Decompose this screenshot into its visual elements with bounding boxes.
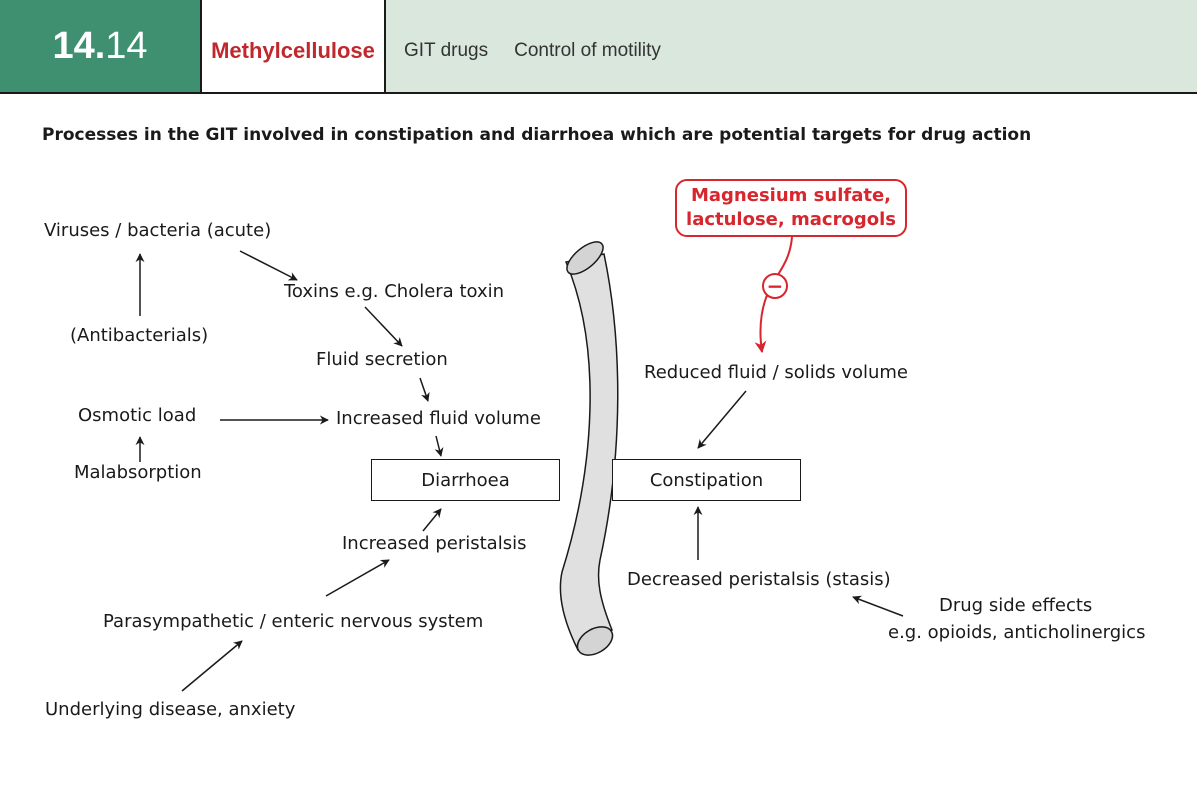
label-drug-side-effects: Drug side effects <box>939 595 1093 616</box>
arrow-fluid-secretion-to-increased-fluid <box>419 377 430 402</box>
drug-title: Methylcellulose <box>200 0 386 92</box>
label-drug-examples: e.g. opioids, anticholinergics <box>888 622 1146 643</box>
arrow-increased-fluid-to-diarrhoea <box>434 435 444 457</box>
breadcrumb-git-drugs: GIT drugs <box>404 40 489 61</box>
drug-line-1: Magnesium sulfate, <box>690 185 891 206</box>
breadcrumb-control-of-motility: Control of motility <box>514 40 661 61</box>
label-reduced-fluid: Reduced fluid / solids volume <box>644 362 909 383</box>
header-divider <box>0 92 1197 94</box>
arrow-nervous-to-peristalsis <box>325 559 390 597</box>
breadcrumb: GIT drugs Control of motility <box>386 0 1197 92</box>
constipation-box: Constipation <box>612 459 801 501</box>
drug-line-2: lactulose, macrogols <box>686 209 896 230</box>
label-parasympathetic: Parasympathetic / enteric nervous system <box>103 611 484 632</box>
arrow-underlying-to-nervous <box>181 640 243 692</box>
label-decreased-peristalsis: Decreased peristalsis (stasis) <box>627 569 891 590</box>
section-major: 14. <box>52 24 106 67</box>
arrow-toxins-to-fluid-secretion <box>364 306 403 347</box>
label-malabsorption: Malabsorption <box>74 462 202 483</box>
diarrhoea-box: Diarrhoea <box>371 459 560 501</box>
label-osmotic-load: Osmotic load <box>78 405 197 426</box>
label-increased-peristalsis: Increased peristalsis <box>342 533 527 554</box>
intestine-tube-icon <box>559 241 619 656</box>
inhibition-minus-icon <box>762 273 788 299</box>
laxative-drugs-box: Magnesium sulfate, lactulose, macrogols <box>675 179 907 237</box>
label-toxins: Toxins e.g. Cholera toxin <box>284 281 505 302</box>
page-header: 14.14 Methylcellulose GIT drugs Control … <box>0 0 1197 94</box>
arrow-viruses-to-toxins <box>239 250 298 281</box>
label-underlying-disease: Underlying disease, anxiety <box>45 699 296 720</box>
page-subtitle: Processes in the GIT involved in constip… <box>42 125 1032 145</box>
inhibition-symbol: − <box>767 274 784 298</box>
label-antibacterials: (Antibacterials) <box>70 325 209 346</box>
label-fluid-secretion: Fluid secretion <box>316 349 448 370</box>
section-minor: 14 <box>105 24 148 67</box>
arrow-peristalsis-to-diarrhoea <box>422 508 442 532</box>
label-increased-fluid-volume: Increased fluid volume <box>336 408 541 429</box>
label-viruses-bacteria: Viruses / bacteria (acute) <box>44 220 272 241</box>
arrow-side-effects-to-decreased-peristalsis <box>852 595 904 617</box>
section-number: 14.14 <box>0 0 200 92</box>
arrow-reduced-fluid-to-constipation <box>697 390 747 449</box>
